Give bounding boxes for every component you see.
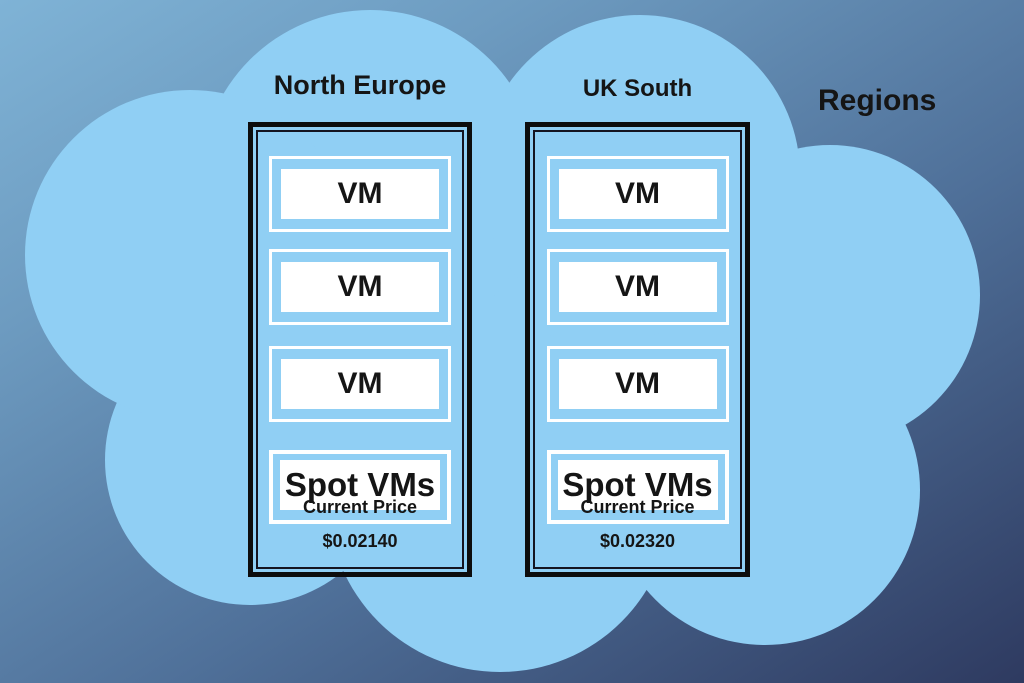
- region-frame: VM VM VM Spot VMs Current Price $0.02140: [256, 130, 464, 569]
- spot-price-value: $0.02320: [599, 531, 676, 551]
- region-frame: VM VM VM Spot VMs Current Price $0.02320: [533, 130, 742, 569]
- region-label-north-europe: North Europe: [273, 70, 447, 100]
- current-price-label: Current Price: [302, 497, 418, 517]
- vm-box: VM: [546, 346, 729, 422]
- current-price-label: Current Price: [580, 497, 695, 517]
- vm-label: VM: [281, 169, 439, 219]
- regions-title: Regions: [818, 84, 937, 117]
- vm-box: VM: [269, 156, 451, 232]
- region-container-north-europe: VM VM VM Spot VMs Current Price $0.02140: [248, 122, 472, 577]
- vm-label: VM: [558, 359, 717, 409]
- spot-vms-label: Spot VMs: [280, 460, 440, 510]
- region-container-uk-south: VM VM VM Spot VMs Current Price $0.02320: [525, 122, 750, 577]
- vm-box: VM: [269, 346, 451, 422]
- spot-vms-box: Spot VMs Current Price: [269, 450, 451, 524]
- vm-label: VM: [558, 169, 717, 219]
- vm-box: VM: [546, 156, 729, 232]
- region-label-uk-south: UK South: [582, 75, 693, 102]
- vm-label: VM: [281, 359, 439, 409]
- vm-label: VM: [558, 262, 717, 312]
- spot-vms-label: Spot VMs: [557, 460, 718, 510]
- spot-price-value: $0.02140: [322, 531, 398, 551]
- vm-label: VM: [281, 262, 439, 312]
- vm-box: VM: [269, 249, 451, 325]
- vm-box: VM: [546, 249, 729, 325]
- spot-vms-box: Spot VMs Current Price: [546, 450, 729, 524]
